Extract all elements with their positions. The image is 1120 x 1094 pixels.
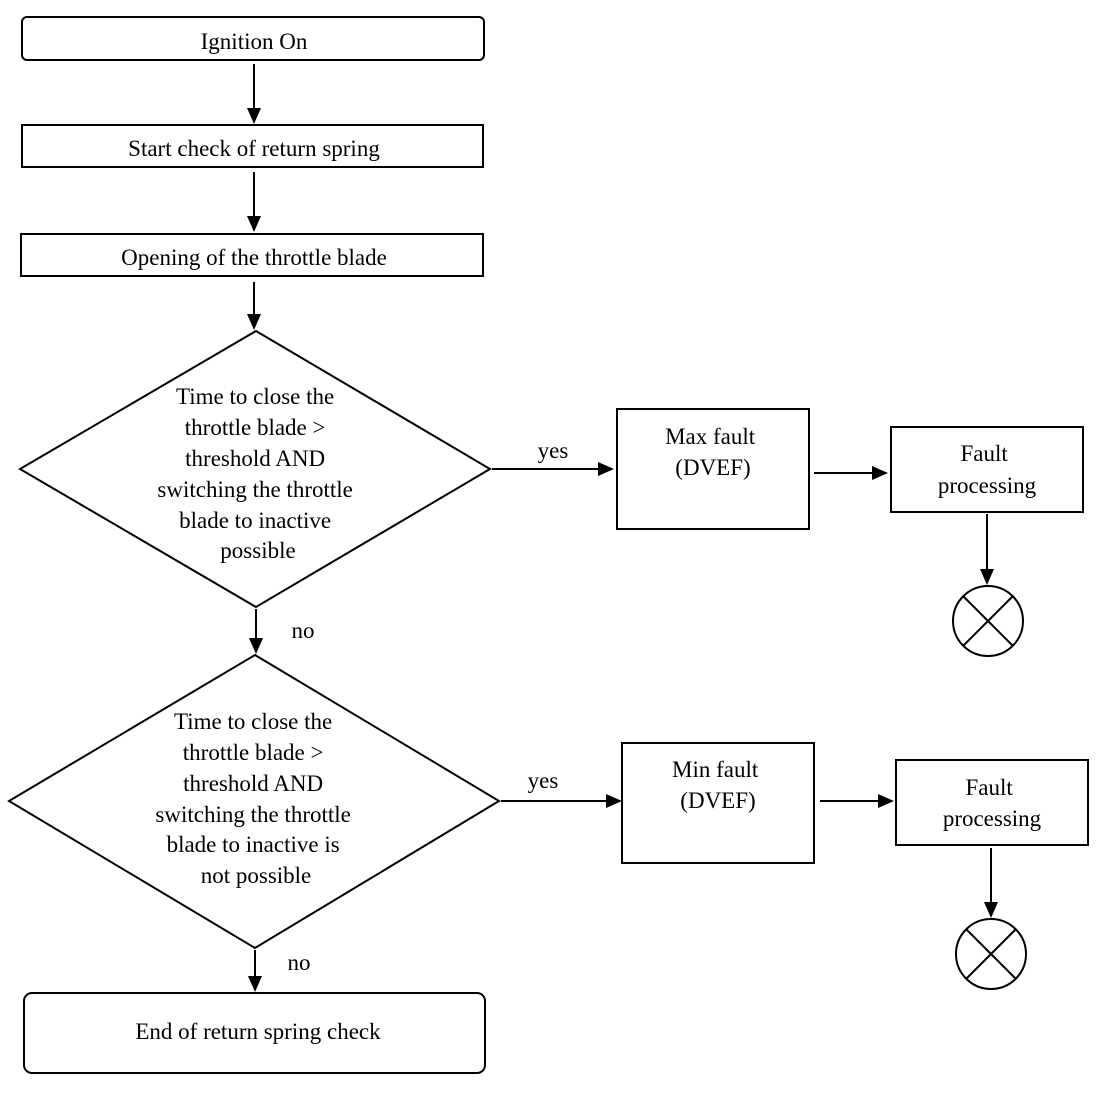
node-fault-processing-2-label: Fault processing [943,775,1042,831]
arrow-max-fault-to-processing [814,466,888,480]
node-max-fault-label: Max fault (DVEF) [665,424,761,480]
arrow-min-fault-to-processing [820,794,894,808]
arrow-no-to-decision-min: no [249,609,315,654]
arrow-yes-to-max-fault: yes [492,438,614,476]
arrow-opening-to-decision-max [247,282,261,330]
node-start-check: Start check of return spring [21,124,484,168]
arrow-processing-2-to-end [984,848,998,918]
node-fault-processing-1-label: Fault processing [938,441,1037,498]
node-min-fault-label: Min fault (DVEF) [672,757,764,813]
circle-x-icon [952,585,1024,657]
edge-label-yes: yes [538,438,569,463]
node-opening-throttle-label: Opening of the throttle blade [121,245,387,270]
arrow-ignition-to-start [247,64,261,124]
node-end-check-label: End of return spring check [135,1019,381,1044]
edge-label-yes: yes [528,768,559,793]
node-max-fault: Max fault (DVEF) [616,408,810,530]
node-end-check: End of return spring check [23,992,486,1074]
node-fault-processing-1: Fault processing [890,426,1084,513]
arrow-no-to-end: no [248,950,311,992]
arrow-yes-to-min-fault: yes [501,768,622,808]
decision-max-fault-label: Time to close the throttle blade > thres… [157,384,358,563]
node-fault-processing-2: Fault processing [895,759,1089,846]
node-ignition-on-label: Ignition On [201,29,308,54]
edge-label-no: no [288,950,311,975]
node-opening-throttle: Opening of the throttle blade [20,233,484,277]
decision-min-fault-label: Time to close the throttle blade > thres… [155,709,356,888]
decision-max-fault: Time to close the throttle blade > thres… [18,329,492,609]
circle-x-icon [955,918,1027,990]
decision-min-fault: Time to close the throttle blade > thres… [7,653,501,950]
arrow-start-to-opening [247,172,261,232]
arrow-processing-1-to-end [980,514,994,585]
edge-label-no: no [292,618,315,643]
node-min-fault: Min fault (DVEF) [621,742,815,864]
node-start-check-label: Start check of return spring [128,136,380,161]
node-ignition-on: Ignition On [21,16,485,61]
